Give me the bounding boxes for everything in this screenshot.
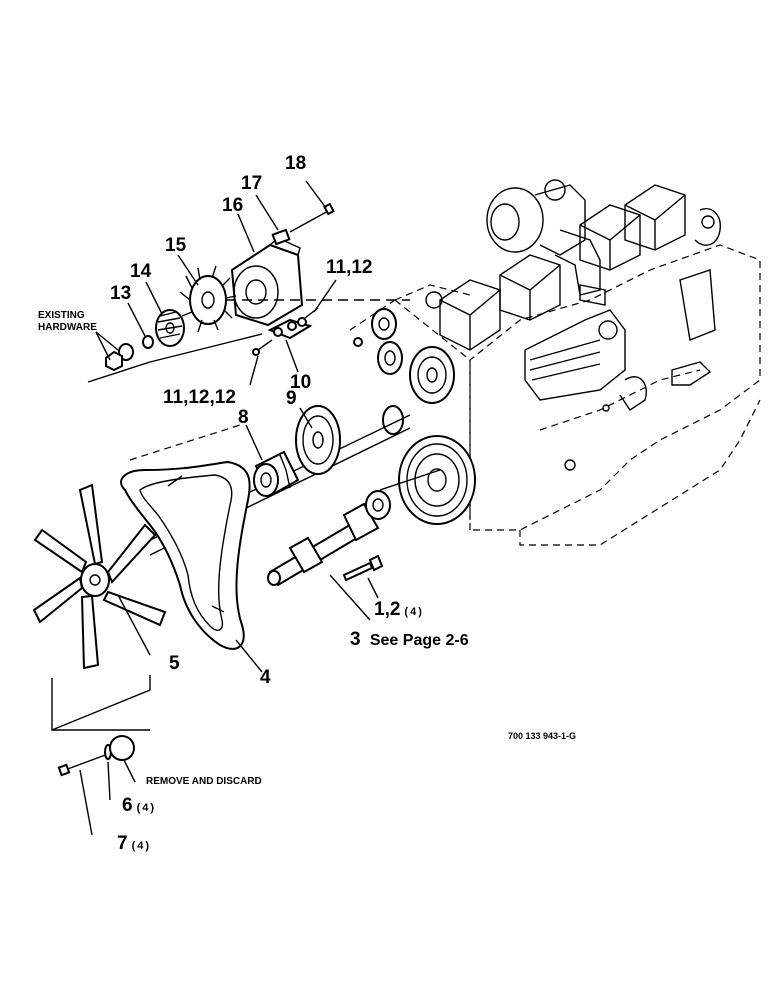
callout-1-2: 1,2(4)	[374, 600, 424, 619]
crankshaft-pulley	[398, 435, 476, 525]
leader-lines	[79, 180, 379, 836]
drive-shaft	[267, 469, 441, 587]
callout-8: 8	[238, 407, 249, 428]
callout-7-qty: (4)	[131, 840, 152, 852]
remove-and-discard-note: REMOVE AND DISCARD	[146, 776, 262, 787]
callout-1-2-qty: (4)	[404, 606, 424, 618]
callout-6: 6(4)	[122, 796, 156, 815]
valve-covers	[439, 184, 686, 351]
removed-hardware	[57, 735, 135, 777]
callout-9: 9	[286, 388, 297, 409]
figure-id: 700 133 943-1-G	[508, 731, 577, 741]
callout-7-number: 7	[117, 833, 128, 854]
callout-3-number: 3	[350, 629, 361, 650]
existing-hardware-line1: EXISTING	[38, 310, 85, 321]
callout-16: 16	[222, 195, 244, 216]
callout-18: 18	[285, 153, 307, 174]
manifold	[425, 291, 712, 471]
alternator-assembly	[105, 202, 410, 372]
engine-block	[349, 179, 761, 546]
callout-11-12-top: 11,12	[326, 257, 373, 278]
callout-11-12-12: 11,12,12	[163, 387, 236, 408]
callout-10: 10	[290, 372, 312, 393]
hardware-leader	[87, 333, 263, 383]
idler-pulley	[371, 308, 455, 435]
turbocharger	[486, 179, 721, 341]
callout-6-number: 6	[122, 795, 133, 816]
callout-17: 17	[241, 173, 263, 194]
existing-hardware-line2: HARDWARE	[38, 322, 97, 333]
see-page-note: See Page 2-6	[369, 632, 469, 649]
alternator-pulley	[155, 309, 185, 347]
callout-3: 3 See Page 2-6	[350, 630, 469, 649]
existing-hardware-label: EXISTING HARDWARE	[38, 310, 97, 334]
callout-13: 13	[110, 283, 132, 304]
callout-14: 14	[130, 261, 152, 282]
fan-blade-assembly	[32, 483, 167, 732]
callout-1-2-number: 1,2	[374, 599, 401, 620]
alternator-fan	[179, 265, 237, 333]
callout-7: 7(4)	[117, 834, 151, 853]
drive-belt	[120, 460, 251, 650]
callout-15: 15	[165, 235, 187, 256]
callout-6-qty: (4)	[136, 802, 157, 814]
callout-5: 5	[169, 653, 180, 674]
callout-4: 4	[260, 667, 271, 688]
mounting-hardware	[252, 307, 363, 356]
